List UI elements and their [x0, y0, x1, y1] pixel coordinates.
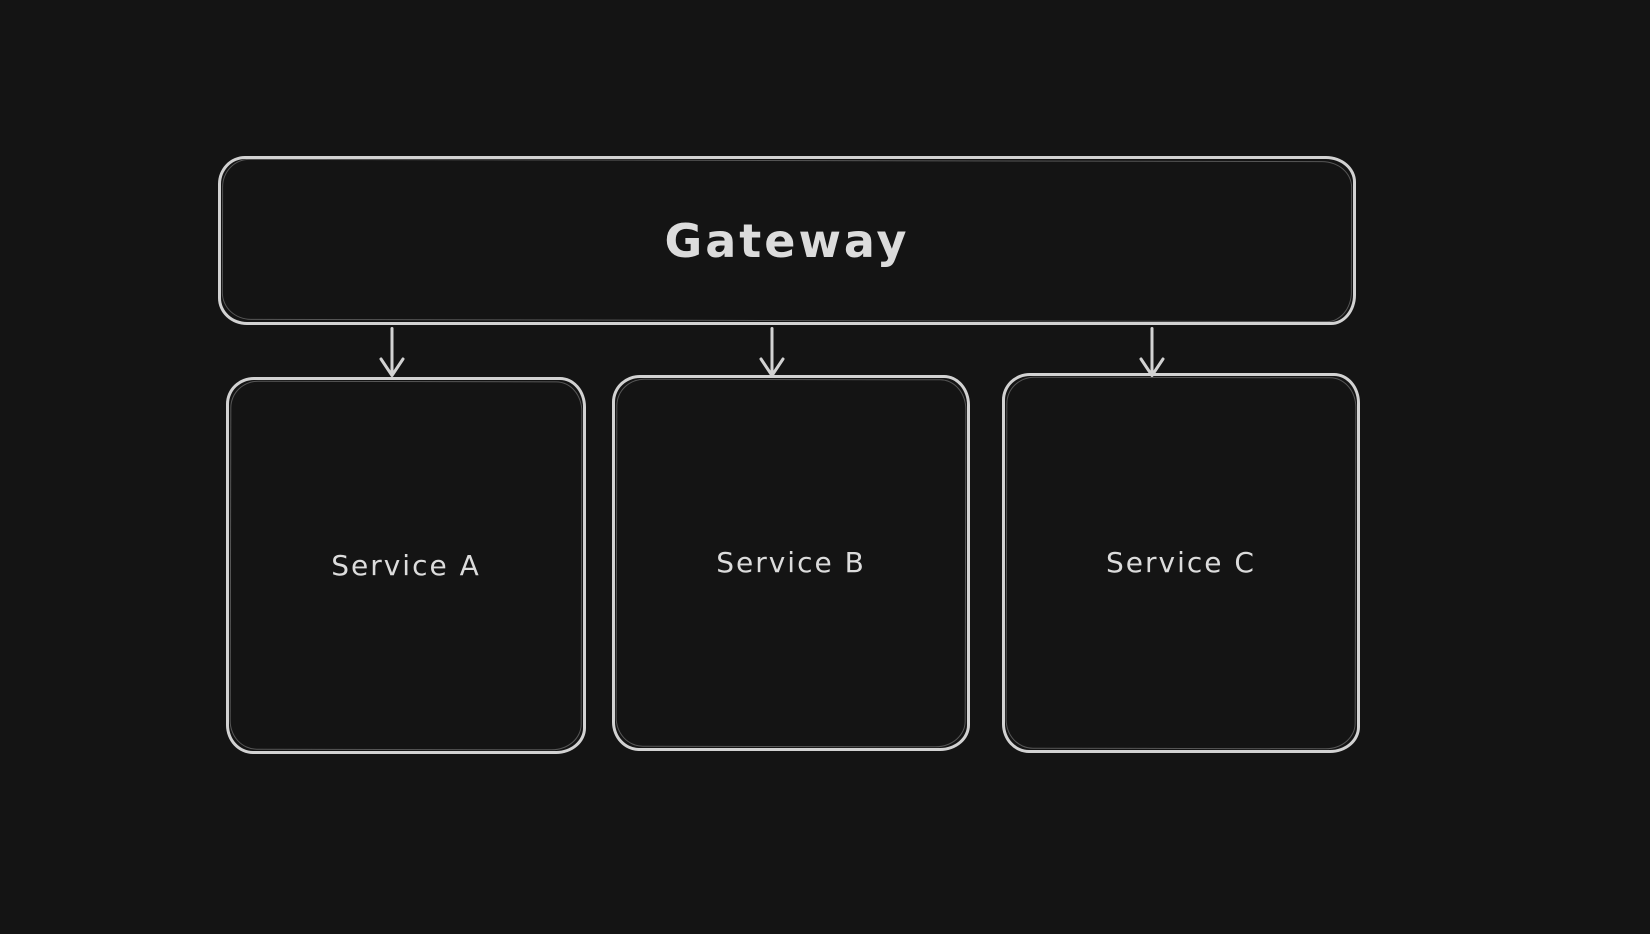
arrow-gateway-to-service-c-icon [1136, 327, 1168, 378]
node-service-a-label: Service A [331, 548, 481, 582]
node-service-b-label: Service B [716, 546, 866, 579]
arrow-gateway-to-service-b-icon [756, 327, 788, 378]
node-service-b: Service B [612, 375, 970, 751]
node-gateway-label: Gateway [664, 213, 910, 268]
node-service-c: Service C [1002, 373, 1360, 753]
node-service-a: Service A [226, 377, 586, 754]
node-service-c-label: Service C [1106, 546, 1256, 579]
arrow-gateway-to-service-a-icon [376, 327, 408, 378]
node-gateway: Gateway [218, 156, 1356, 325]
